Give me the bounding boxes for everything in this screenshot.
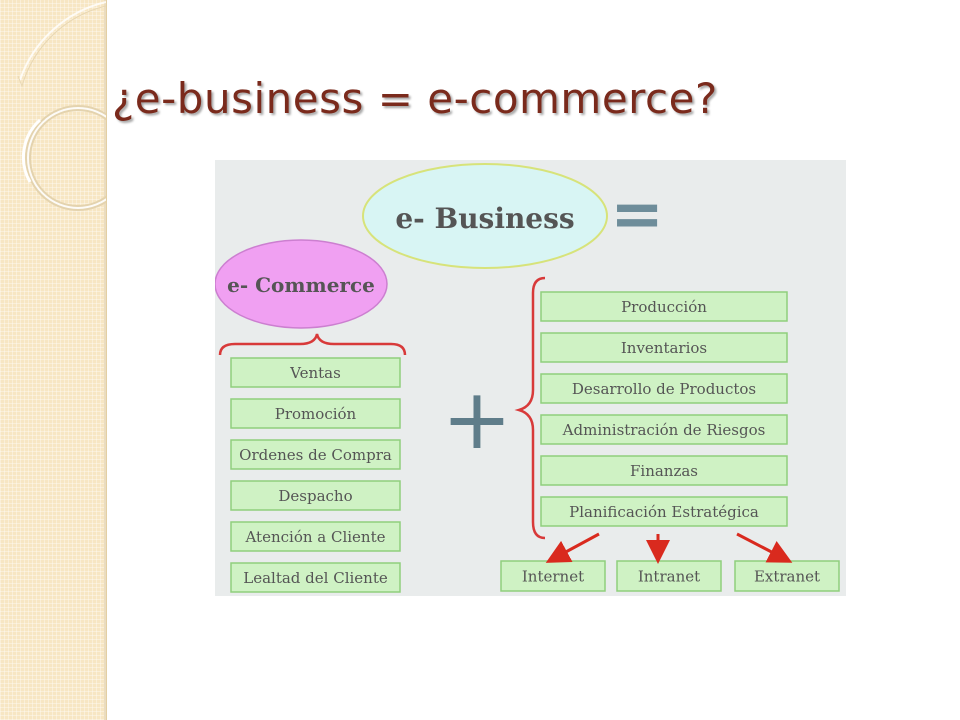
network-item-label: Internet <box>522 567 584 585</box>
ecommerce-item-label: Lealtad del Cliente <box>243 569 388 587</box>
decorative-side-band <box>0 0 107 720</box>
business-item-box <box>540 496 788 527</box>
network-item-box <box>734 560 840 592</box>
business-item-label: Desarrollo de Productos <box>572 380 756 398</box>
business-item-box <box>540 455 788 486</box>
business-item: Planificación Estratégica <box>540 496 788 527</box>
diagram-canvas: e- Business = e- Commerce + VentasPromoc… <box>215 163 840 593</box>
business-item-label: Finanzas <box>630 462 698 480</box>
business-item-box <box>540 332 788 363</box>
ecommerce-item-box <box>230 480 401 511</box>
arrow-to-extranet <box>736 532 793 563</box>
ebusiness-ellipse <box>362 163 608 269</box>
business-item: Finanzas <box>540 455 788 486</box>
business-item-label: Planificación Estratégica <box>569 503 759 521</box>
ecommerce-item-box <box>230 439 401 470</box>
ecommerce-item-label: Atención a Cliente <box>244 528 385 546</box>
business-item: Desarrollo de Productos <box>540 373 788 404</box>
ecommerce-ellipse <box>215 239 388 329</box>
decorative-divider <box>104 0 106 720</box>
ecommerce-item-box <box>230 521 401 552</box>
plus-sign: + <box>442 370 512 468</box>
business-item-box <box>540 291 788 322</box>
business-item: Inventarios <box>540 332 788 363</box>
ecommerce-item-label: Ventas <box>289 364 341 382</box>
business-item-box <box>540 414 788 445</box>
ecommerce-item-label: Promoción <box>275 405 357 423</box>
ebusiness-label: e- Business <box>395 202 574 235</box>
ecommerce-label: e- Commerce <box>227 273 375 297</box>
network-item-label: Intranet <box>638 567 700 585</box>
business-item-label: Producción <box>621 298 707 316</box>
business-brace <box>514 276 546 540</box>
ecommerce-item-box <box>230 398 401 429</box>
network-item-label: Extranet <box>754 567 820 585</box>
ecommerce-item: Atención a Cliente <box>230 521 401 552</box>
ecommerce-item-box <box>230 562 401 593</box>
network-item: Internet <box>500 560 606 592</box>
business-item: Administración de Riesgos <box>540 414 788 445</box>
arrow-to-internet <box>545 532 600 563</box>
slide-title: ¿e-business = e-commerce? <box>112 74 718 123</box>
ecommerce-item: Despacho <box>230 480 401 511</box>
ecommerce-item: Ordenes de Compra <box>230 439 401 470</box>
ecommerce-item: Lealtad del Cliente <box>230 562 401 593</box>
business-item: Producción <box>540 291 788 322</box>
ecommerce-item-label: Despacho <box>278 487 352 505</box>
business-item-label: Inventarios <box>621 339 707 357</box>
network-item: Extranet <box>734 560 840 592</box>
equals-sign: = <box>610 178 664 252</box>
business-item-label: Administración de Riesgos <box>562 421 766 439</box>
network-list: Internet Intranet Extranet <box>500 560 840 592</box>
business-item-box <box>540 373 788 404</box>
ecommerce-brace <box>218 333 407 356</box>
ecommerce-item-label: Ordenes de Compra <box>239 446 392 464</box>
ecommerce-item-box <box>230 357 401 388</box>
ecommerce-item: Promoción <box>230 398 401 429</box>
ecommerce-item: Ventas <box>230 357 401 388</box>
decorative-circles <box>17 1 106 211</box>
network-item: Intranet <box>616 560 722 592</box>
